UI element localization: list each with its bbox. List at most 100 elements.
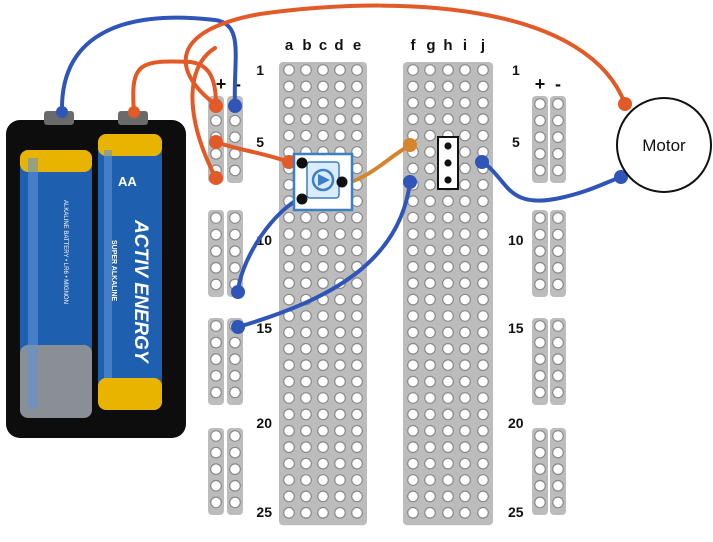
breadboard-hole: [352, 360, 363, 371]
breadboard-hole: [443, 278, 454, 289]
breadboard-hole: [443, 475, 454, 486]
breadboard-hole: [553, 229, 564, 240]
rail-minus-sign-right: -: [555, 74, 561, 94]
breadboard-hole: [211, 149, 222, 160]
breadboard-hole: [352, 491, 363, 502]
breadboard-hole: [478, 245, 489, 256]
breadboard-hole: [230, 497, 241, 508]
breadboard-hole: [535, 165, 546, 176]
breadboard-hole: [460, 196, 471, 207]
breadboard-hole: [318, 344, 329, 355]
breadboard-hole: [301, 98, 312, 109]
breadboard-hole: [211, 229, 222, 240]
breadboard-hole: [318, 130, 329, 141]
wire-end: [618, 97, 632, 111]
battery-small-print: ALKALINE BATTERY • LR6 • MIGNON: [62, 200, 68, 304]
breadboard-hole: [335, 245, 346, 256]
breadboard-hole: [211, 447, 222, 458]
breadboard-hole: [318, 327, 329, 338]
breadboard-hole: [318, 311, 329, 322]
breadboard-hole: [460, 147, 471, 158]
breadboard-hole: [284, 130, 295, 141]
breadboard-hole: [478, 344, 489, 355]
breadboard-hole: [425, 393, 436, 404]
breadboard-hole: [318, 212, 329, 223]
breadboard-hole: [335, 458, 346, 469]
breadboard-hole: [443, 212, 454, 223]
breadboard-hole: [425, 229, 436, 240]
battery-brand: ACTIV ENERGY: [130, 219, 151, 365]
breadboard-hole: [352, 409, 363, 420]
breadboard-hole: [460, 262, 471, 273]
breadboard-hole: [478, 294, 489, 305]
breadboard-hole: [352, 294, 363, 305]
driver-pin: [337, 177, 348, 188]
breadboard-hole: [443, 114, 454, 125]
breadboard-hole: [335, 294, 346, 305]
breadboard-hole: [408, 196, 419, 207]
breadboard-hole: [230, 387, 241, 398]
driver-pin: [297, 158, 308, 169]
breadboard-hole: [318, 65, 329, 76]
breadboard-hole: [478, 114, 489, 125]
column-letter-g: g: [426, 37, 435, 54]
breadboard-hole: [211, 497, 222, 508]
row-number-5: 5: [256, 134, 264, 150]
breadboard-hole: [318, 229, 329, 240]
breadboard-hole: [335, 475, 346, 486]
breadboard-hole: [335, 360, 346, 371]
breadboard-hole: [425, 508, 436, 519]
breadboard-hole: [535, 246, 546, 257]
breadboard-hole: [478, 229, 489, 240]
wire-rail-to-led-orange-upper: [216, 142, 289, 162]
breadboard-hole: [301, 229, 312, 240]
breadboard-hole: [408, 327, 419, 338]
breadboard-hole: [352, 245, 363, 256]
breadboard-hole: [284, 114, 295, 125]
breadboard-hole: [443, 245, 454, 256]
breadboard-hole: [211, 387, 222, 398]
breadboard-hole: [284, 262, 295, 273]
wire-end: [209, 135, 223, 149]
breadboard-hole: [443, 344, 454, 355]
breadboard-hole: [443, 196, 454, 207]
breadboard-hole: [230, 371, 241, 382]
breadboard-hole: [408, 426, 419, 437]
breadboard-hole: [284, 245, 295, 256]
breadboard-hole: [284, 212, 295, 223]
breadboard-hole: [408, 98, 419, 109]
breadboard-hole: [284, 442, 295, 453]
breadboard-hole: [284, 229, 295, 240]
breadboard-hole: [408, 409, 419, 420]
breadboard-hole: [318, 81, 329, 92]
breadboard-hole: [335, 98, 346, 109]
breadboard-hole: [460, 426, 471, 437]
breadboard-hole: [425, 130, 436, 141]
breadboard-hole: [460, 360, 471, 371]
breadboard-hole: [408, 508, 419, 519]
breadboard-hole: [335, 65, 346, 76]
breadboard-hole: [335, 114, 346, 125]
wire-battery-plus-orange: [133, 62, 216, 112]
breadboard-hole: [335, 442, 346, 453]
column-letter-i: i: [463, 37, 467, 54]
breadboard-hole: [284, 360, 295, 371]
breadboard-hole: [335, 130, 346, 141]
wire-end: [231, 320, 245, 334]
breadboard-hole: [460, 327, 471, 338]
breadboard-hole: [478, 81, 489, 92]
breadboard-hole: [318, 98, 329, 109]
breadboard-hole: [211, 321, 222, 332]
breadboard-hole: [425, 458, 436, 469]
breadboard-hole: [408, 344, 419, 355]
row-number-10-right: 10: [508, 232, 524, 248]
breadboard-hole: [443, 393, 454, 404]
breadboard-hole: [301, 81, 312, 92]
breadboard-hole: [478, 130, 489, 141]
breadboard-hole: [478, 508, 489, 519]
breadboard-hole: [460, 98, 471, 109]
breadboard-hole: [425, 360, 436, 371]
wire-end: [209, 171, 223, 185]
breadboard-hole: [553, 213, 564, 224]
breadboard-hole: [408, 278, 419, 289]
